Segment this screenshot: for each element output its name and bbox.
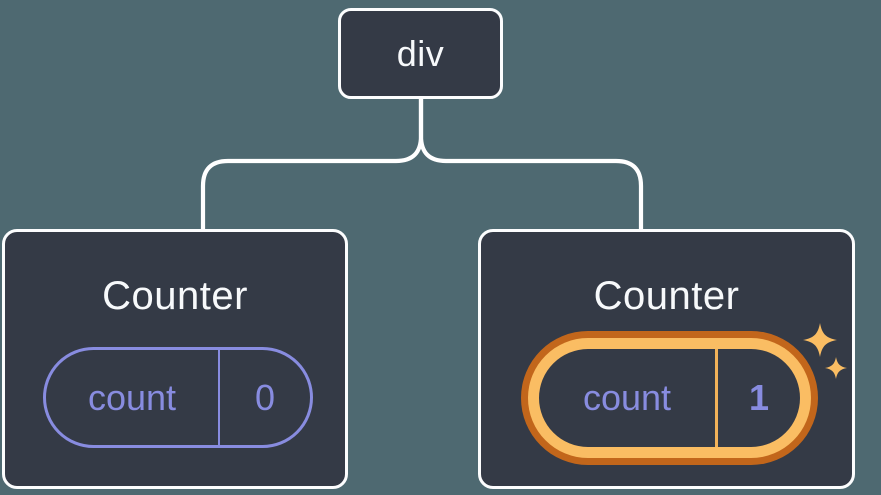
state-value: 0 [218,350,310,445]
state-key-label: count [87,376,177,418]
sparkle-large [803,323,837,357]
state-key-label: count [582,377,672,418]
state-pill-highlight-inner-ring: count 1 [528,338,811,458]
counter-card-right: Counter count 1 [478,229,855,489]
state-pill-highlight-ring: count 1 [521,331,818,465]
card-title-right: Counter [593,274,740,318]
root-node-div: div [338,8,503,99]
state-value: 1 [715,349,800,447]
sparkle-small [825,357,847,379]
connector-right-branch [418,96,644,232]
counter-card-left: Counter count 0 [2,229,348,489]
sparkles-icon [803,323,847,379]
state-pill-left: count 0 [43,347,313,448]
card-title-left: Counter [102,274,248,318]
root-node-label: div [396,32,445,74]
connector-left-branch [200,96,424,232]
state-pill-right: count 1 [539,349,800,447]
